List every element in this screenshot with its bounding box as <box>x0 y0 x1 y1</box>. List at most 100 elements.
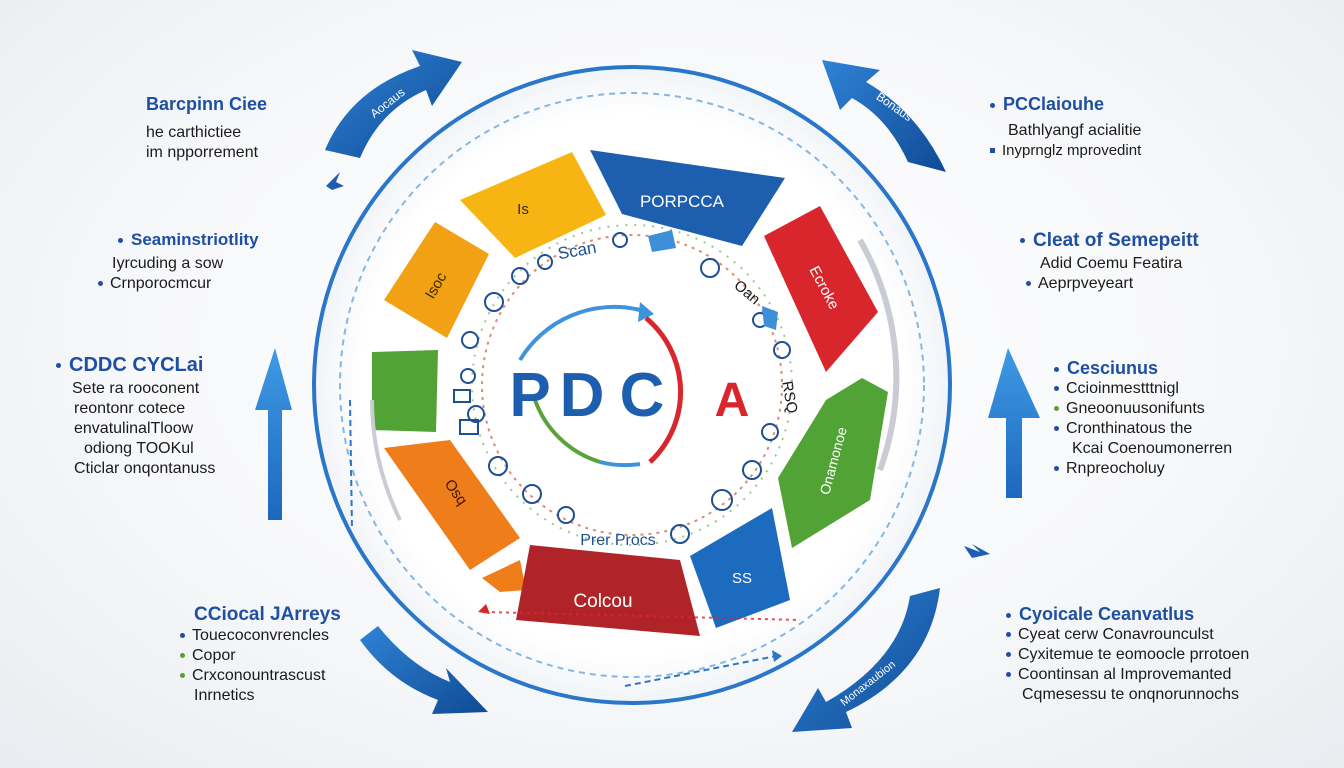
panel-top-right-line-2: Inyprnglz mprovedint <box>1002 142 1142 159</box>
panel-top-left-line-1: he carthictiee <box>146 124 242 141</box>
panel-mid-left-line-2: Crnporocmcur <box>110 275 212 292</box>
inner-label-process: Prer Procs <box>580 532 656 549</box>
panel-right-line-1: Ccioinmestttnigl <box>1066 380 1179 397</box>
bullet-icon <box>1054 426 1059 432</box>
panel-bottom-right: Cyoicale Ceanvatlus Cyeat cerw Conavroun… <box>1006 604 1249 705</box>
panel-bottom-right-line-2-row: Cyxitemue te eomoocle prrotoen <box>1006 645 1249 665</box>
segment-bottom-red-label: Colcou <box>573 591 632 612</box>
center-letter-d: D <box>560 361 605 430</box>
bullet-icon <box>1006 632 1011 638</box>
segment-bottom-small-orange <box>482 560 526 592</box>
panel-bottom-right-title: Cyoicale Ceanvatlus <box>1019 604 1195 624</box>
panel-right: Cesciunus Ccioinmestttnigl Gneoonuusonif… <box>1054 358 1232 479</box>
segment-left-green <box>372 350 438 432</box>
bullet-icon <box>990 102 995 108</box>
center-letter-c: C <box>620 361 665 430</box>
inner-arrow-red <box>644 316 684 464</box>
panel-mid-right-line-1: Adid Coemu Featira <box>1040 255 1183 272</box>
panel-top-right-title-row: PCClaiouhe <box>990 94 1141 115</box>
panel-mid-right: Cleat of Semepeitt Adid Coemu Featira Ae… <box>1020 230 1199 294</box>
dashed-line-bottom <box>624 655 777 687</box>
panel-mid-left-title-row: Seaminstriotlity <box>118 230 259 250</box>
bullet-icon <box>1054 406 1059 412</box>
panel-top-right-line-1: Bathlyangf acialitie <box>1008 122 1142 139</box>
panel-bottom-left-line-3: Crxconountrascust <box>192 667 326 684</box>
panel-left-line-2: reontonr cotece <box>74 400 186 417</box>
bullet-icon <box>118 238 123 244</box>
panel-left-line-3: envatulinalTloow <box>74 420 194 437</box>
panel-top-left: Barcpinn Ciee he carthictiee im npporrem… <box>146 94 267 163</box>
panel-top-left-line-2: im npporrement <box>146 144 259 161</box>
segment-bottom-left-orange: Osq <box>384 440 520 570</box>
panel-mid-right-line-2-row: Aeprpveyeart <box>1026 274 1199 294</box>
panel-bottom-left-line-3-row: Crxconountrascust <box>180 666 341 686</box>
bullet-icon <box>1054 466 1059 472</box>
bullet-icon <box>1020 238 1025 244</box>
bullet-icon <box>1054 366 1059 372</box>
panel-bottom-right-line-1-row: Cyeat cerw Conavrounculst <box>1006 625 1249 645</box>
panel-bottom-left-line-2: Copor <box>192 647 236 664</box>
panel-left-line-5: Cticlar onqontanuss <box>74 460 216 477</box>
segment-top-blue-label: PORPCCA <box>640 192 725 211</box>
panel-right-line-1-row: Ccioinmestttnigl <box>1054 379 1232 399</box>
panel-mid-right-title-row: Cleat of Semepeitt <box>1020 230 1199 252</box>
segment-right-red: Ecroke <box>764 206 878 372</box>
panel-top-left-title: Barcpinn Ciee <box>146 94 268 114</box>
inner-ring-icons <box>453 232 791 544</box>
segment-bottom-blue: SS <box>690 508 790 628</box>
bullet-icon <box>56 363 61 369</box>
dashed-line-bottom-head <box>772 650 782 662</box>
bullet-icon <box>1006 652 1011 658</box>
panel-top-right-title: PCClaiouhe <box>1003 94 1105 114</box>
panel-top-right: PCClaiouhe Bathlyangf acialitie Inyprngl… <box>990 94 1141 161</box>
panel-bottom-left: CCiocal JArreys Touecoconvrencles Copor … <box>180 604 341 706</box>
panel-mid-right-title: Cleat of Semepeitt <box>1033 230 1199 251</box>
inner-ring-dashes-green <box>471 224 793 546</box>
segment-top-yellow-label: Is <box>517 201 529 218</box>
arrow-left <box>255 348 292 520</box>
panel-right-title: Cesciunus <box>1067 358 1159 378</box>
segment-top-blue: PORPCCA <box>590 150 785 246</box>
panel-left-title-row: CDDC CYCLai <box>56 354 215 377</box>
dashed-line-left <box>349 399 353 531</box>
panel-bottom-left-title: CCiocal JArreys <box>194 604 341 625</box>
bullet-icon <box>180 653 185 659</box>
panel-mid-left-line-2-row: Crnporocmcur <box>98 274 259 294</box>
panel-top-right-line-2-row: Inyprnglz mprovedint <box>990 141 1141 161</box>
panel-mid-left-line-1: Iyrcuding a sow <box>112 255 224 272</box>
panel-left: CDDC CYCLai Sete ra rooconent reontonr c… <box>56 354 215 479</box>
bullet-icon <box>990 148 995 154</box>
gray-arc-left <box>370 399 402 521</box>
panel-right-line-3-row: Cronthinatous the <box>1054 419 1232 439</box>
center-letter-a: A <box>715 374 750 427</box>
inner-ring-blue-marker-right <box>762 306 778 330</box>
inner-ring-dashes <box>481 234 783 536</box>
center-letter-p: P <box>509 361 550 430</box>
small-arrow-red <box>478 604 490 614</box>
segment-bottom-blue-label: SS <box>732 570 752 587</box>
segment-top-yellow: Is <box>460 152 606 258</box>
panel-right-line-5-row: Rnpreocholuy <box>1054 459 1232 479</box>
bullet-icon <box>1006 672 1011 678</box>
inner-arrow-green <box>533 399 601 464</box>
inner-arrow-blue <box>518 304 641 362</box>
bullet-icon <box>180 633 185 639</box>
panel-bottom-right-line-2: Cyxitemue te eomoocle prrotoen <box>1018 646 1250 663</box>
panel-right-line-2: Gneoonuusonifunts <box>1066 400 1205 417</box>
segment-right-green: Onamonoe <box>778 378 888 548</box>
small-arrow-left <box>326 172 344 190</box>
panel-right-line-3: Cronthinatous the <box>1066 420 1193 437</box>
panel-right-line-5: Rnpreocholuy <box>1066 460 1165 477</box>
panel-right-title-row: Cesciunus <box>1054 358 1232 379</box>
gray-arc-right <box>857 238 900 472</box>
arrow-bottom-left <box>360 626 488 714</box>
panel-bottom-left-line-1: Touecoconvrencles <box>192 627 329 644</box>
panel-right-line-4: Kcai Coenoumonerren <box>1072 440 1233 457</box>
bullet-icon <box>1026 281 1031 287</box>
inner-label-rsq: RSQ <box>778 380 800 415</box>
bullet-icon <box>180 673 185 679</box>
panel-bottom-left-line-2-row: Copor <box>180 646 341 666</box>
panel-bottom-left-line-1-row: Touecoconvrencles <box>180 626 341 646</box>
panel-left-line-4: odiong TOOKul <box>84 440 194 457</box>
